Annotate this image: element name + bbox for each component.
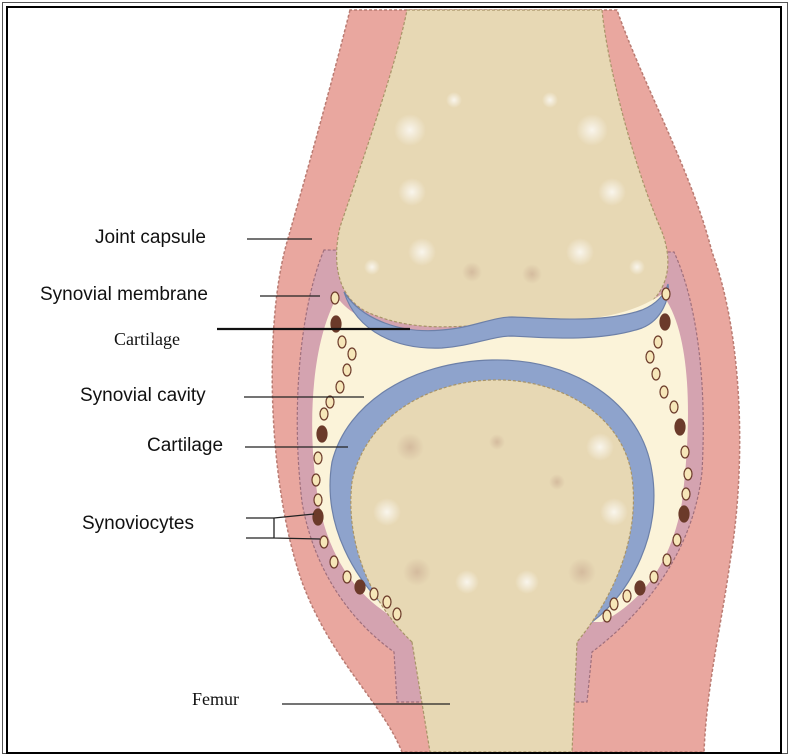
synovial-joint-diagram: Joint capsule Synovial membrane Cartilag… [8, 8, 782, 754]
label-synoviocytes: Synoviocytes [82, 513, 320, 539]
cartilage-lower-label: Cartilage [147, 435, 223, 456]
cartilage-upper-label: Cartilage [114, 329, 180, 349]
joint-capsule-label: Joint capsule [95, 227, 206, 248]
label-joint-capsule: Joint capsule [95, 227, 312, 248]
synovial-membrane-label: Synovial membrane [40, 284, 208, 305]
femur-label: Femur [192, 689, 239, 709]
synovial-cavity-label: Synovial cavity [80, 385, 206, 406]
diagram-frame: Joint capsule Synovial membrane Cartilag… [6, 6, 782, 754]
synoviocytes-label: Synoviocytes [82, 513, 194, 534]
